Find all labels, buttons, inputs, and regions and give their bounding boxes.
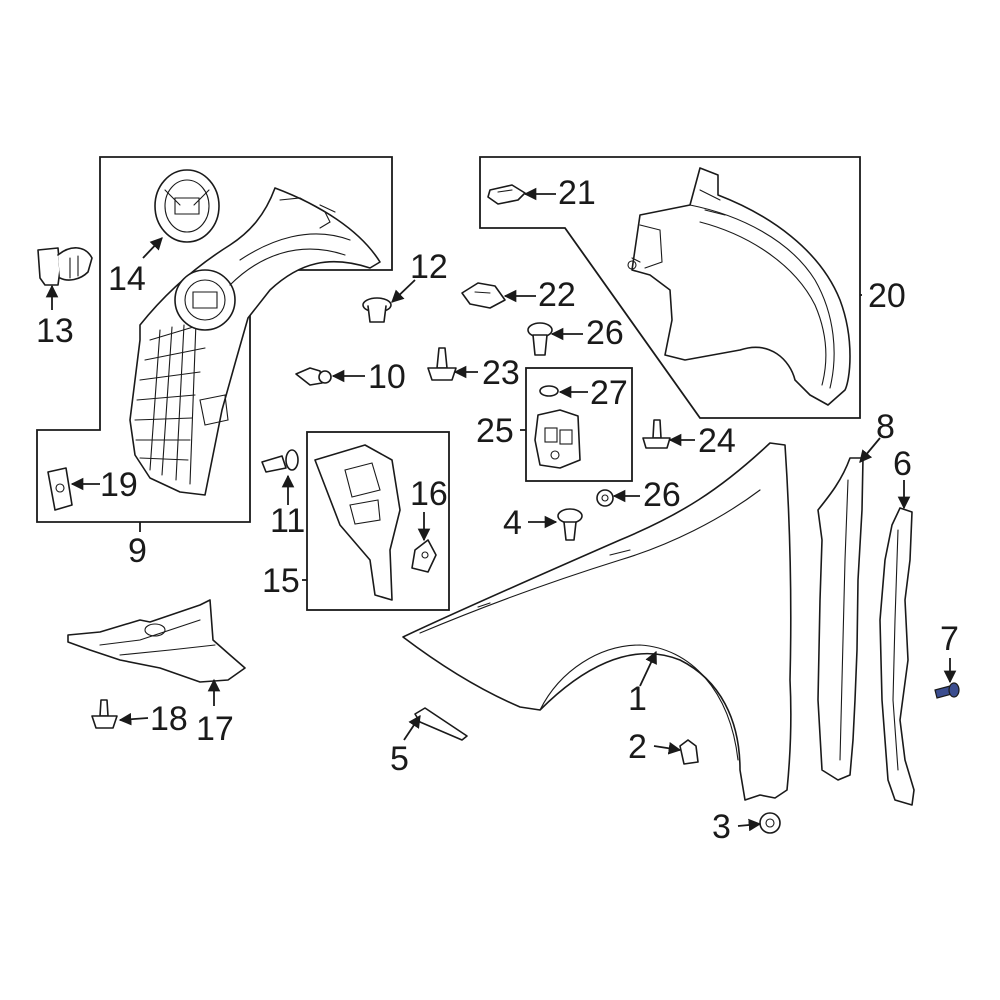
callout-9: 9: [128, 532, 147, 570]
group-box-15: [306, 431, 450, 611]
callout-25: 25: [476, 412, 514, 450]
callout-17: 17: [196, 710, 234, 748]
callout-21: 21: [558, 174, 596, 212]
group-box-25: [525, 367, 633, 482]
callout-2: 2: [628, 728, 647, 766]
clip-bracket-part[interactable]: [47, 467, 73, 511]
callout-18: 18: [150, 700, 188, 738]
callout-labels: 1 2 3 4 5 6 7 8 9 10 11 12 13 14 15 16 1…: [36, 174, 959, 846]
nut-part-26b[interactable]: [596, 489, 614, 507]
bracket-part-16[interactable]: [411, 539, 437, 573]
bracket-part-15[interactable]: [314, 444, 401, 601]
callout-26a: 26: [586, 314, 624, 352]
callout-6: 6: [893, 445, 912, 483]
seal-strip-part[interactable]: [414, 707, 468, 741]
callout-15: 15: [262, 562, 300, 600]
callout-4: 4: [503, 504, 522, 542]
screw-part-18[interactable]: [91, 699, 118, 729]
clip-nut-part-22[interactable]: [461, 282, 506, 309]
callout-16: 16: [410, 475, 448, 513]
wheelhouse-liner-part[interactable]: [129, 187, 381, 496]
push-pin-part[interactable]: [295, 367, 332, 386]
nut-part-3[interactable]: [759, 812, 781, 834]
callout-14: 14: [108, 260, 146, 298]
callout-5: 5: [390, 740, 409, 778]
callout-22: 22: [538, 276, 576, 314]
callout-10: 10: [368, 358, 406, 396]
fender-panel-part[interactable]: [402, 442, 792, 801]
wheelhouse-cover-disc[interactable]: [154, 169, 220, 243]
callout-26b: 26: [643, 476, 681, 514]
callout-20: 20: [868, 277, 906, 315]
callout-3: 3: [712, 808, 731, 846]
wheelhouse-liner-rh-part[interactable]: [627, 167, 851, 406]
push-clip-part[interactable]: [37, 247, 93, 286]
callout-12: 12: [410, 248, 448, 286]
callout-24: 24: [698, 422, 736, 460]
support-bracket-part[interactable]: [879, 507, 915, 806]
group-box-9: [36, 156, 393, 523]
fender-seal-part[interactable]: [817, 457, 864, 781]
washer-part[interactable]: [539, 385, 559, 397]
bolt-part-7[interactable]: [934, 682, 960, 699]
screw-part-4[interactable]: [557, 508, 583, 541]
callout-7: 7: [940, 620, 959, 658]
leader-lines: [45, 187, 957, 832]
group-box-20: [479, 156, 861, 419]
callout-23: 23: [482, 354, 520, 392]
plug-part-2[interactable]: [679, 739, 699, 765]
callout-13: 13: [36, 312, 74, 350]
stud-screw-part-26a[interactable]: [527, 322, 553, 356]
splash-support-part[interactable]: [67, 599, 246, 683]
bolt-part-23[interactable]: [427, 347, 457, 381]
callout-27: 27: [590, 374, 628, 412]
screw-part-24[interactable]: [642, 419, 671, 449]
callout-11: 11: [270, 502, 305, 540]
callout-19: 19: [100, 466, 138, 504]
mounting-bracket-part-25[interactable]: [534, 409, 581, 469]
callout-8: 8: [876, 408, 895, 446]
clip-nut-part-21[interactable]: [487, 184, 526, 205]
rivet-plug-part[interactable]: [362, 297, 392, 323]
bolt-part-11[interactable]: [261, 449, 299, 473]
callout-1: 1: [628, 680, 647, 718]
